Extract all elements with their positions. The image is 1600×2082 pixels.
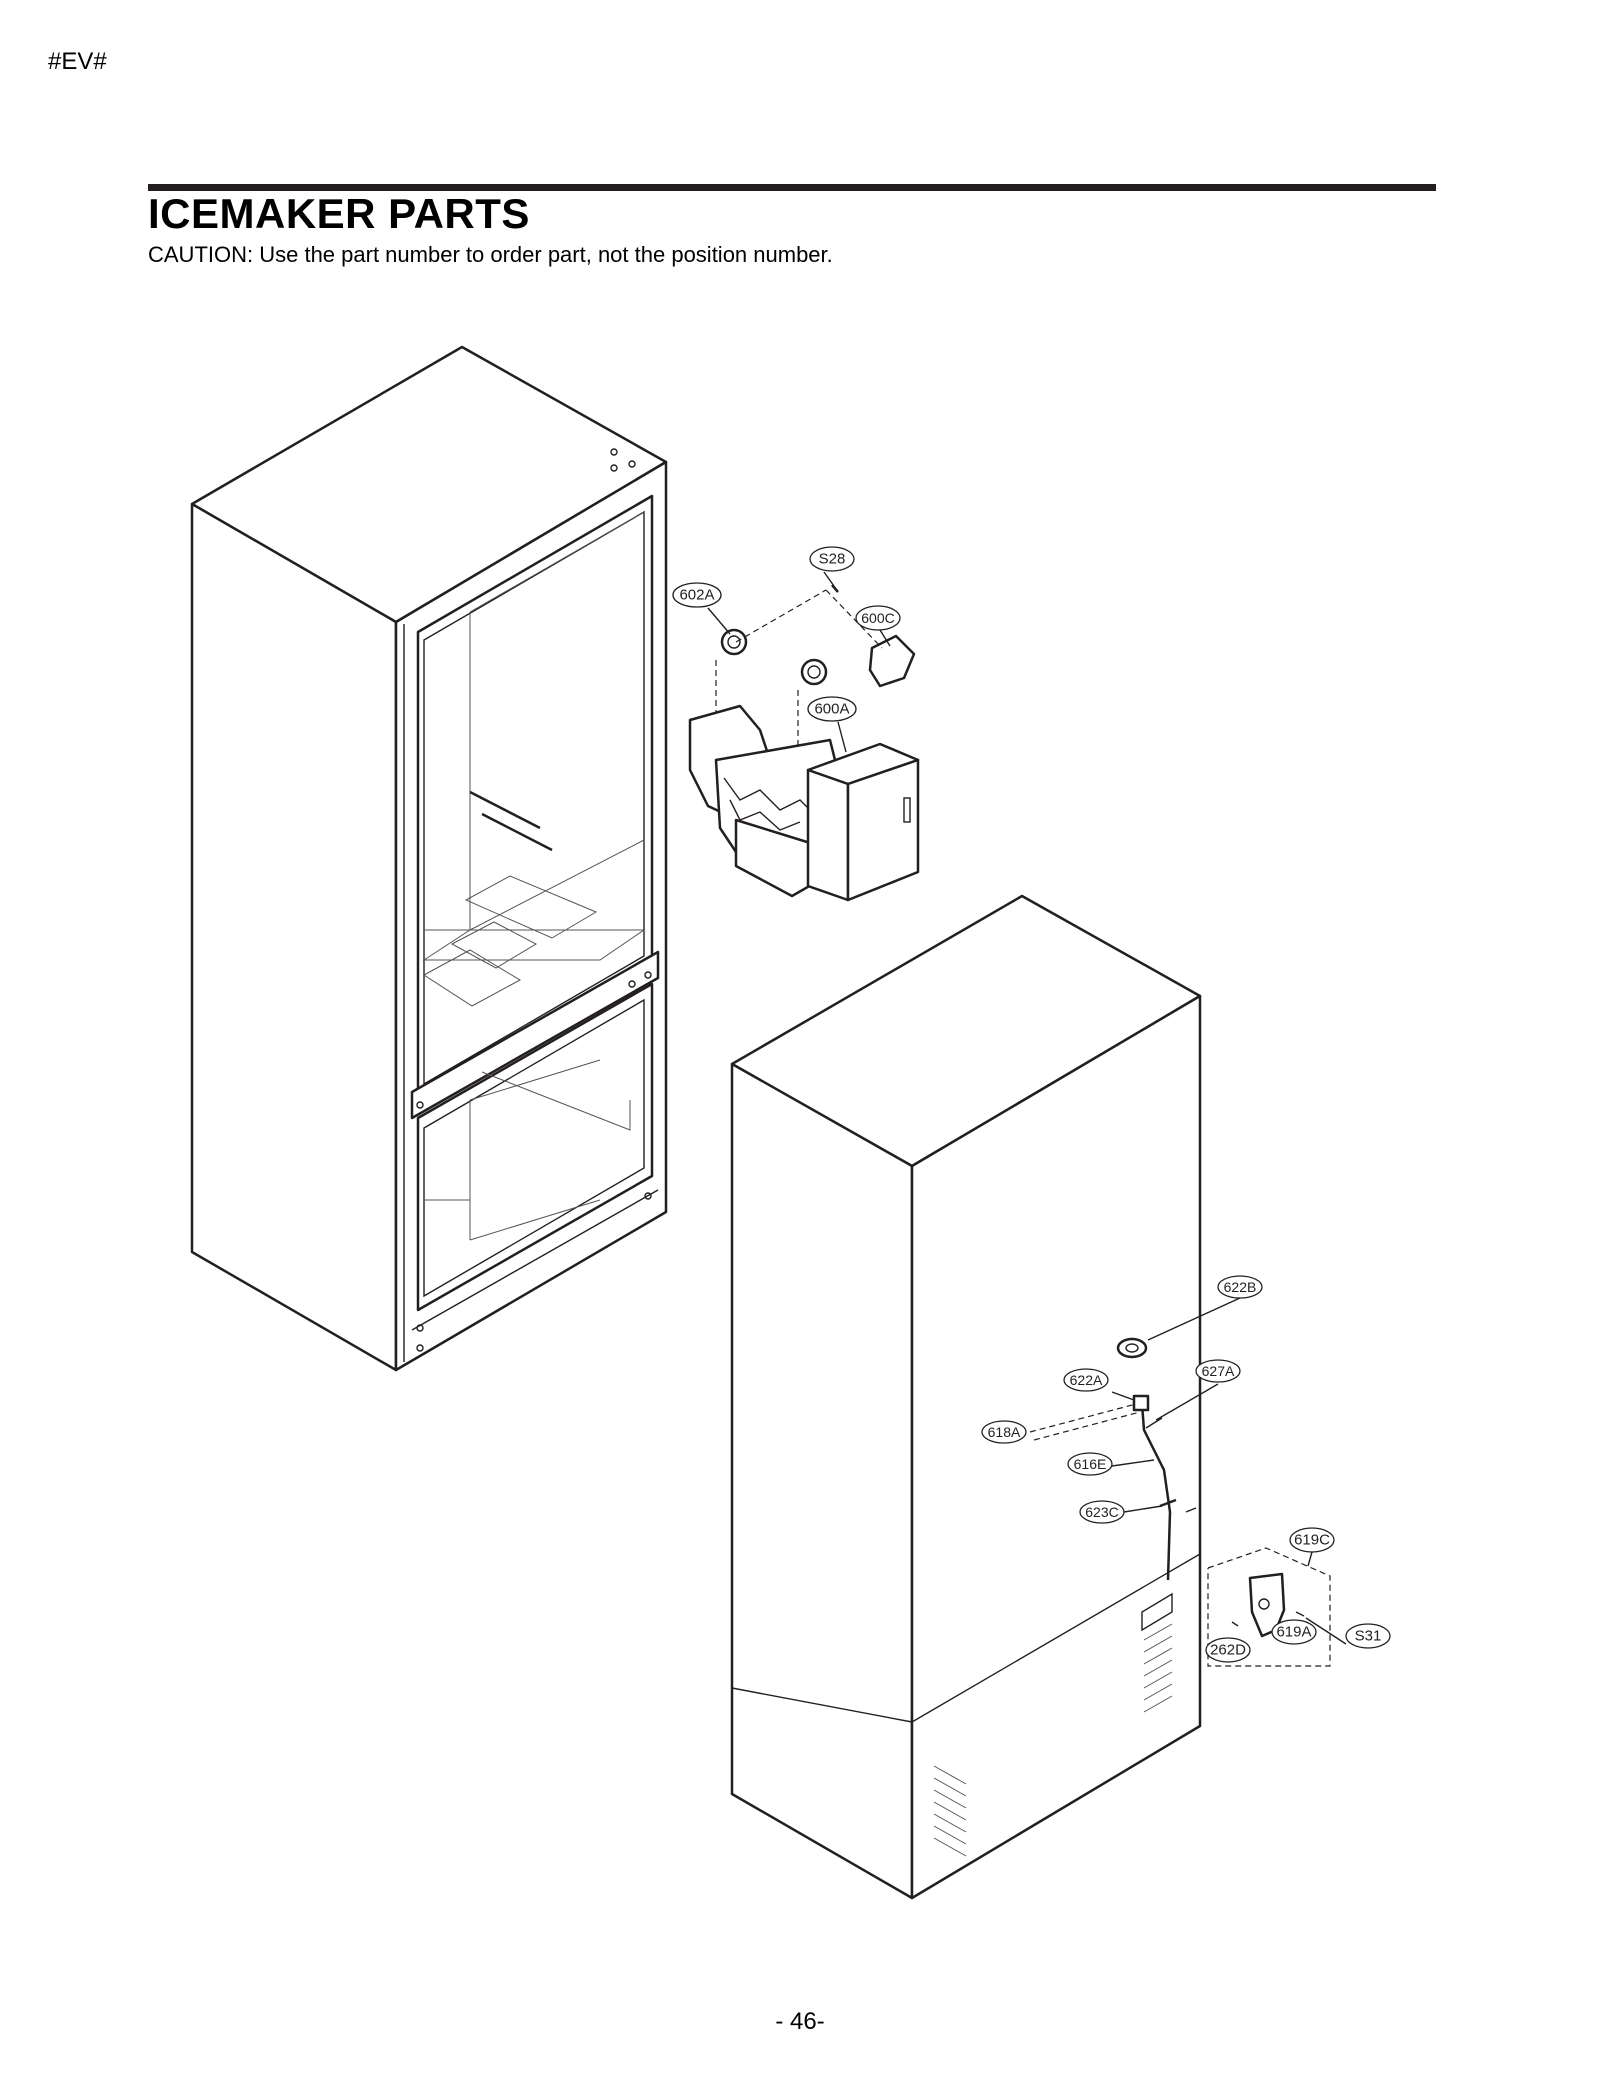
callout-262D: 262D (1205, 1637, 1251, 1663)
callout-label: 622B (1224, 1279, 1257, 1295)
callout-leaders (707, 571, 1347, 1645)
callout-S31: S31 (1345, 1623, 1391, 1649)
callout-label: 618A (988, 1424, 1021, 1440)
callout-622A: 622A (1063, 1368, 1109, 1392)
callout-619A: 619A (1271, 1619, 1317, 1645)
callout-label: 619C (1294, 1532, 1330, 1549)
callout-label: 616E (1074, 1456, 1107, 1472)
callout-602A: 602A (672, 582, 722, 608)
callout-label: S31 (1355, 1628, 1382, 1645)
icemaker-assembly (688, 584, 920, 902)
callout-label: 600C (861, 610, 894, 626)
refrigerator-cabinet-front (190, 345, 668, 1372)
callout-619C: 619C (1289, 1527, 1335, 1553)
callout-623C: 623C (1079, 1500, 1125, 1524)
title-rule (148, 184, 1436, 191)
callout-label: 622A (1070, 1372, 1103, 1388)
callout-622B: 622B (1217, 1275, 1263, 1299)
callout-label: S28 (819, 551, 846, 568)
callout-600C: 600C (855, 605, 901, 631)
callout-label: 262D (1210, 1642, 1246, 1659)
callout-label: 623C (1085, 1504, 1118, 1520)
callout-618A: 618A (981, 1420, 1027, 1444)
callout-627A: 627A (1195, 1359, 1241, 1383)
refrigerator-cabinet-rear (730, 894, 1202, 1900)
caution-note: CAUTION: Use the part number to order pa… (148, 242, 833, 267)
callout-label: 619A (1276, 1624, 1311, 1641)
callout-label: 627A (1202, 1363, 1235, 1379)
callout-600A: 600A (807, 696, 857, 722)
page-number: - 46- (775, 2008, 825, 2035)
document-tag: #EV# (48, 48, 107, 75)
callout-label: 602A (679, 587, 714, 604)
callout-S28: S28 (809, 546, 855, 572)
callout-label: 600A (814, 701, 849, 718)
callout-616E: 616E (1067, 1452, 1113, 1476)
page-title: ICEMAKER PARTS (148, 190, 530, 237)
